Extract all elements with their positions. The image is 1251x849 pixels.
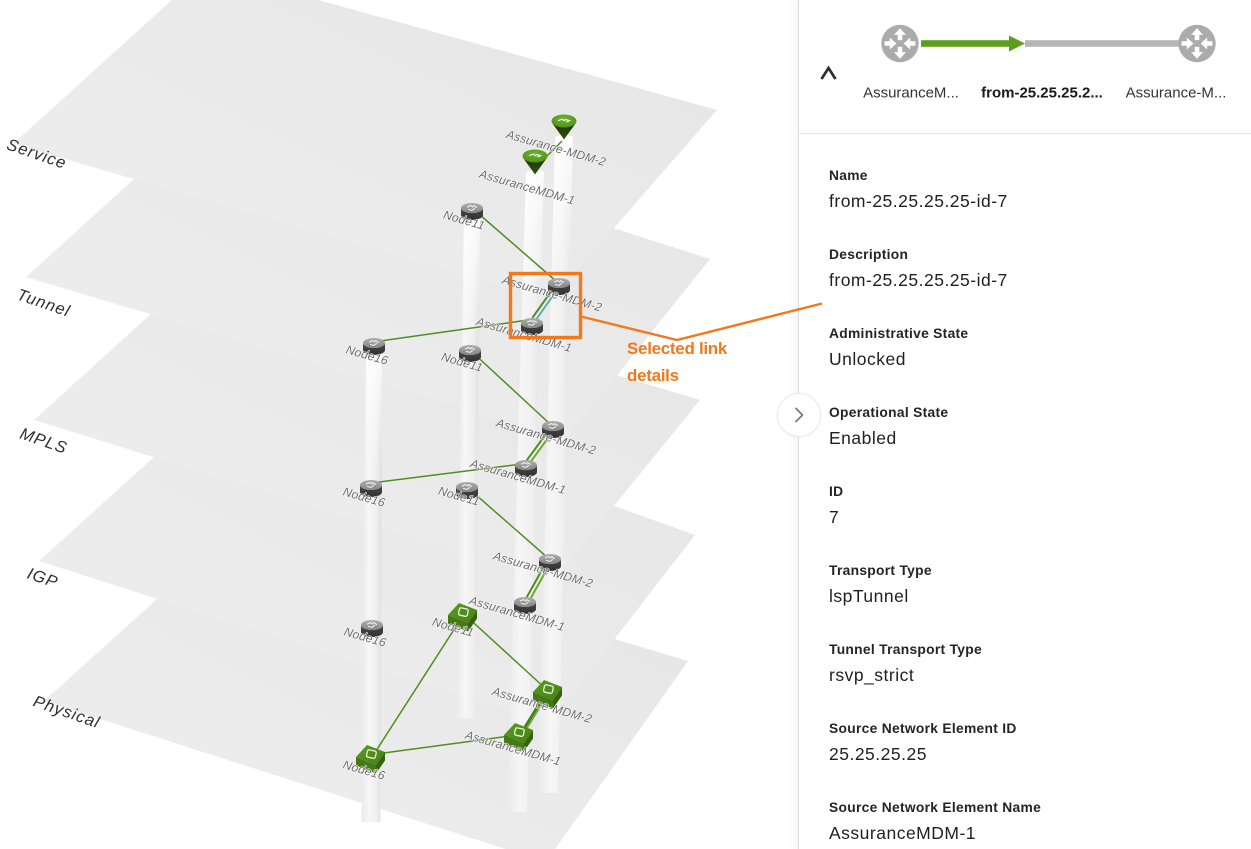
svg-text:Tunnel: Tunnel — [15, 286, 73, 321]
svg-text:AssuranceM...: AssuranceM... — [863, 85, 959, 102]
svg-text:MPLS: MPLS — [18, 425, 70, 458]
svg-text:Assurance-M...: Assurance-M... — [1126, 85, 1227, 102]
svg-text:from-25.25.25.2...: from-25.25.25.2... — [981, 85, 1103, 102]
svg-text:IGP: IGP — [25, 565, 61, 592]
